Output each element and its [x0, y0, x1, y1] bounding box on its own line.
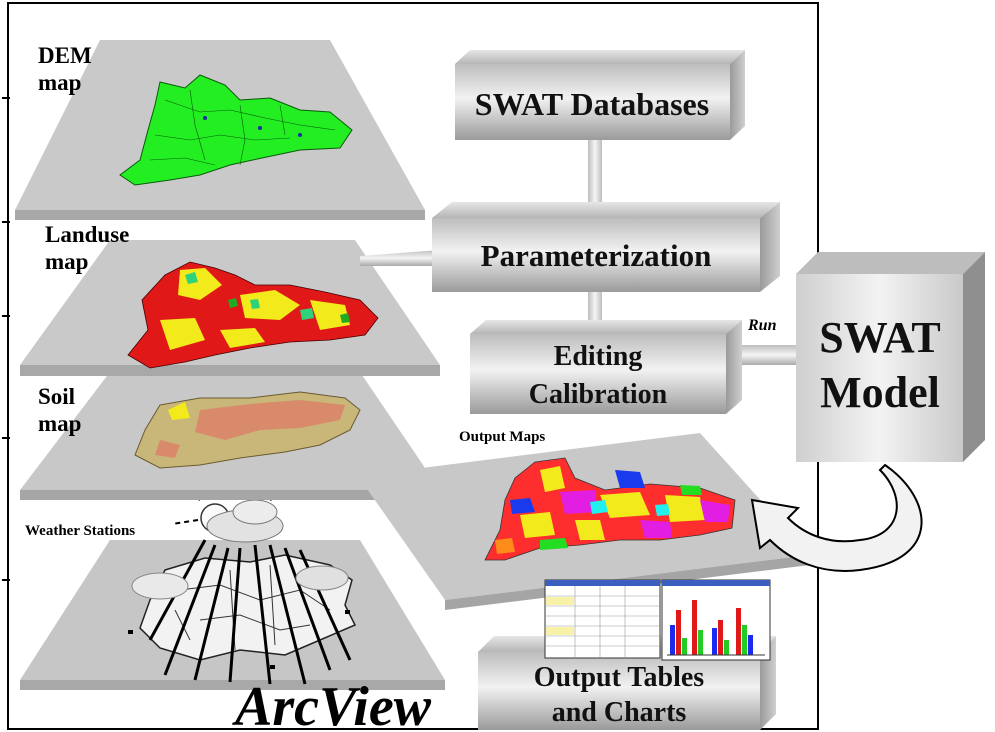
landuse-label-line1: Landuse [45, 222, 130, 247]
sun-cloud-icon [171, 478, 293, 543]
arcview-label: ArcView [232, 676, 432, 732]
calibration-label: Calibration [529, 379, 668, 410]
cloud-icon [131, 565, 349, 600]
soil-label-line2: map [38, 411, 82, 436]
return-arrow [750, 463, 923, 572]
output-tables-label-line2: and Charts [552, 697, 687, 728]
dem-label-line1: DEM [38, 43, 92, 68]
swat-databases-label: SWAT Databases [475, 86, 709, 122]
weather-stations-label: Weather Stations [25, 523, 135, 539]
editing-label: Editing [554, 341, 643, 372]
dem-map-layer [15, 40, 425, 220]
swat-databases-box [455, 50, 745, 140]
landuse-label-line2: map [45, 249, 89, 274]
frame-ticks [2, 97, 10, 581]
dem-label-line2: map [38, 70, 82, 95]
thumbnail-bars [670, 600, 753, 655]
weather-stations-layer [20, 478, 445, 690]
parameterization-box [432, 202, 780, 292]
landuse-map-label: Landuse map [45, 221, 129, 275]
landuse-map-layer [20, 240, 440, 376]
soil-label-line1: Soil [38, 384, 76, 409]
swat-model-label-line1: SWAT [819, 313, 940, 362]
swat-model-label-line2: Model [820, 368, 940, 417]
output-table-thumbnail [544, 579, 661, 659]
output-tables-label-line1: Output Tables [534, 662, 705, 693]
soil-map-label: Soil map [38, 383, 81, 437]
parameterization-label: Parameterization [481, 238, 712, 273]
run-label: Run [747, 317, 777, 334]
editing-calibration-box [470, 320, 742, 414]
station-markers [128, 610, 350, 669]
output-chart-thumbnail [661, 579, 771, 661]
output-maps-label: Output Maps [459, 429, 545, 445]
dem-map-label: DEM map [38, 42, 92, 96]
swat-model-box [796, 252, 985, 462]
soil-map-layer [20, 372, 440, 500]
